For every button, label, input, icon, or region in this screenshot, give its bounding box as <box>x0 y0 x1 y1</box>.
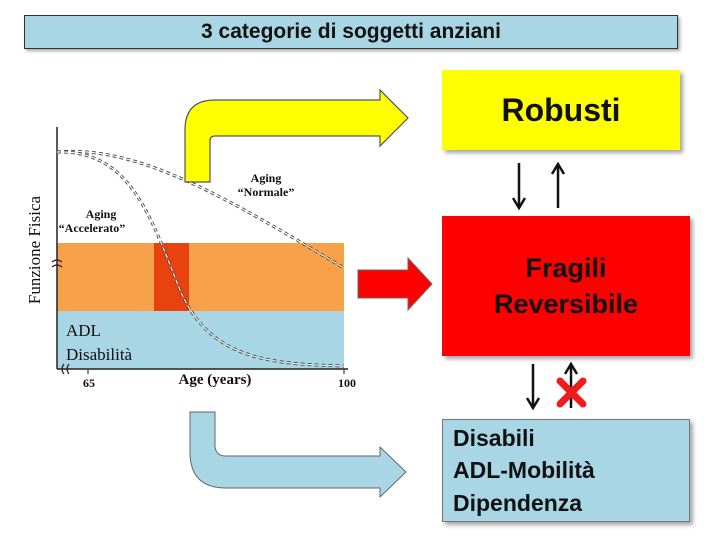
robusti-label: Robusti <box>501 91 621 128</box>
fragili-label-line1: Fragili <box>525 252 607 283</box>
x-axis-label: Age (years) <box>179 372 252 388</box>
fragili-box: Fragili Reversibile <box>442 216 690 356</box>
robusti-box: Robusti <box>442 70 680 150</box>
frailty-highlight <box>154 243 189 311</box>
frailty-band <box>57 243 344 311</box>
label-accelerated-line1: Aging <box>86 207 117 221</box>
disability-label-line1: ADL <box>66 321 101 340</box>
arrow-up-icon <box>550 161 566 208</box>
yellow-arrow <box>184 88 409 183</box>
cross-mark-icon <box>556 377 587 408</box>
blue-arrow <box>189 411 407 499</box>
disabili-label-line1: Disabili <box>453 425 535 452</box>
disabili-box: Disabili ADL-Mobilità Dipendenza <box>442 419 690 522</box>
disabili-label-line3: Dipendenza <box>453 489 583 516</box>
fragili-label-line2: Reversibile <box>493 289 639 319</box>
y-axis-break <box>51 259 63 268</box>
arrow-down-icon <box>511 163 527 211</box>
curve-accelerated-inner <box>56 151 345 367</box>
x-tick-label-100: 100 <box>338 376 356 390</box>
x-tick-label-65: 65 <box>83 376 95 390</box>
label-accelerated-line2: “Accelerato” <box>59 221 126 235</box>
x-axis-break <box>61 363 70 375</box>
arrow-down-icon <box>525 364 541 411</box>
disability-band <box>57 311 344 369</box>
label-normal-line1: Aging <box>251 171 282 185</box>
red-arrow <box>357 256 433 312</box>
disability-label-line2: Disabilità <box>66 345 133 364</box>
y-axis-label: Funzione Fisica <box>25 195 44 304</box>
disabili-label-line2: ADL-Mobilità <box>453 457 595 484</box>
label-normal-line2: “Normale” <box>238 185 295 199</box>
page-title: 3 categorie di soggetti anziani <box>24 15 678 49</box>
arrow-up-icon <box>563 361 579 408</box>
